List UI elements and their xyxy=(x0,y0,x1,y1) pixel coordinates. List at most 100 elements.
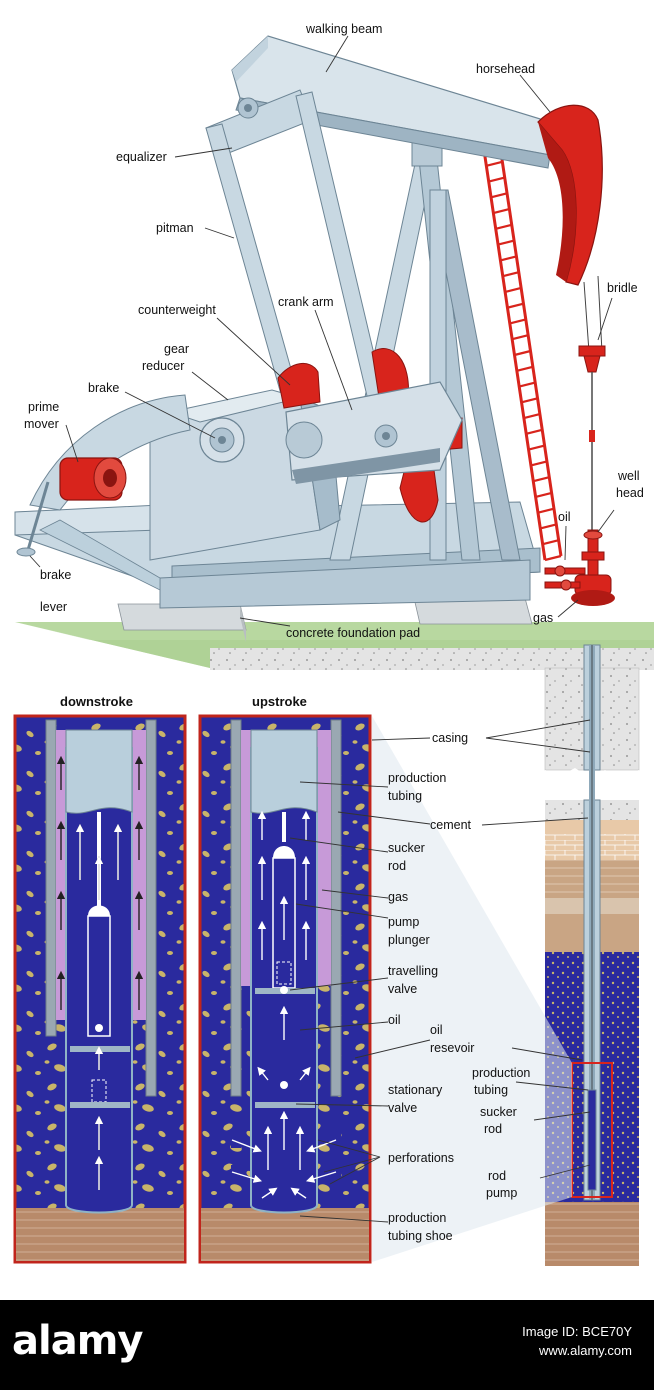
downstroke-panel xyxy=(13,714,187,1264)
ladder-rung xyxy=(507,302,524,309)
label-small-rod-pump-2: pump xyxy=(486,1186,517,1200)
ladder-rung xyxy=(544,554,562,562)
ladder-rung xyxy=(535,491,552,498)
ladder-rung xyxy=(533,476,550,483)
label-travelling-valve-2: valve xyxy=(388,982,417,996)
ladder-rung xyxy=(528,444,545,451)
title-upstroke: upstroke xyxy=(252,694,307,709)
label-gas-top: gas xyxy=(533,611,553,625)
label-walking-beam: walking beam xyxy=(305,22,382,36)
label-sucker-rod-1: sucker xyxy=(388,841,425,855)
label-crank-arm: crank arm xyxy=(278,295,334,309)
label-production-tubing-2: tubing xyxy=(388,789,422,803)
label-small-rod-pump-1: rod xyxy=(488,1169,506,1183)
label-bridle: bridle xyxy=(607,281,638,295)
upstroke-panel xyxy=(198,714,372,1264)
watermark-id: Image ID: BCE70Y www.alamy.com xyxy=(522,1322,632,1360)
ladder-rung xyxy=(514,349,531,357)
ladder-rung xyxy=(516,365,534,372)
label-travelling-valve-1: travelling xyxy=(388,964,438,978)
flow-arrow xyxy=(305,1171,337,1183)
ladder-rung xyxy=(497,239,515,246)
ladder-rung xyxy=(500,255,517,262)
title-downstroke: downstroke xyxy=(60,694,133,709)
label-gear-reducer-2: reducer xyxy=(142,359,184,373)
oil-pump-diagram: walking beam horsehead equalizer pitman … xyxy=(13,22,654,1266)
ladder-rung xyxy=(521,397,538,404)
label-prime-mover-1: prime xyxy=(28,400,59,414)
crank-arm xyxy=(285,381,463,484)
flow-arrow xyxy=(299,1066,311,1081)
label-stationary-valve-2: valve xyxy=(388,1101,417,1115)
label-brake-lever-1: brake xyxy=(40,568,71,582)
label-oil-top: oil xyxy=(558,510,571,524)
labels: walking beam horsehead equalizer pitman … xyxy=(24,22,644,1243)
leader-lines xyxy=(29,35,615,1223)
flow-arrow xyxy=(231,1171,263,1183)
label-concrete-pad: concrete foundation pad xyxy=(286,626,420,640)
label-oil-reservoir-2: resevoir xyxy=(430,1041,474,1055)
ladder-rung xyxy=(537,507,555,514)
flow-arrow xyxy=(231,1139,262,1153)
label-cement: cement xyxy=(430,818,472,832)
label-sucker-rod-2: rod xyxy=(388,859,406,873)
label-production-tubing-1: production xyxy=(388,771,446,785)
label-gear-reducer-1: gear xyxy=(164,342,189,356)
label-small-production-tubing-1: production xyxy=(472,1066,530,1080)
label-well-head-1: well xyxy=(617,469,640,483)
ladder-rung xyxy=(518,381,536,388)
label-brake: brake xyxy=(88,381,119,395)
label-tubing-shoe-1: production xyxy=(388,1211,446,1225)
ladder-rung xyxy=(540,523,557,530)
label-prime-mover-2: mover xyxy=(24,417,59,431)
ladder-rung xyxy=(530,460,548,467)
prime-mover xyxy=(59,457,127,501)
label-oil-reservoir-1: oil xyxy=(430,1023,443,1037)
ladder-rung xyxy=(486,160,503,167)
label-gas: gas xyxy=(388,890,408,904)
label-stationary-valve-1: stationary xyxy=(388,1083,443,1097)
brake-lever xyxy=(16,481,50,557)
watermark-bar xyxy=(0,1300,654,1390)
label-small-production-tubing-2: tubing xyxy=(474,1083,508,1097)
ladder-rung xyxy=(488,176,505,183)
label-horsehead: horsehead xyxy=(476,62,535,76)
ladder-rung xyxy=(523,413,541,420)
label-equalizer: equalizer xyxy=(116,150,167,164)
watermark-logo: alamy xyxy=(12,1318,143,1364)
watermark-image-id: Image ID: BCE70Y xyxy=(522,1324,632,1339)
ladder-rung xyxy=(509,318,527,325)
ladder-rung xyxy=(495,223,512,230)
label-tubing-shoe-2: tubing shoe xyxy=(388,1229,453,1243)
concrete-foundation-pad xyxy=(117,597,533,642)
label-pitman: pitman xyxy=(156,221,194,235)
flow-arrow xyxy=(290,1187,307,1199)
flow-arrow xyxy=(257,1066,269,1081)
label-pump-plunger-2: plunger xyxy=(388,933,430,947)
label-oil: oil xyxy=(388,1013,401,1027)
horsehead xyxy=(537,104,603,286)
ladder-rung xyxy=(511,334,529,341)
label-pump-plunger-1: pump xyxy=(388,915,419,929)
label-small-sucker-rod-2: rod xyxy=(484,1122,502,1136)
ladder-rung xyxy=(525,428,543,435)
ladder-rung xyxy=(542,539,559,546)
flow-arrow xyxy=(261,1187,278,1199)
label-perforations: perforations xyxy=(388,1151,454,1165)
ladder-rung xyxy=(493,208,510,215)
ladder-rung xyxy=(490,192,508,199)
well-head xyxy=(544,529,615,606)
ladder-rung xyxy=(504,286,522,293)
zoom-wedge xyxy=(372,716,572,1262)
label-counterweight: counterweight xyxy=(138,303,216,317)
label-brake-lever-2: lever xyxy=(40,600,67,614)
flow-arrow xyxy=(306,1139,337,1153)
label-well-head-2: head xyxy=(616,486,644,500)
pitman xyxy=(205,91,393,435)
watermark-site: www.alamy.com xyxy=(539,1343,632,1358)
label-small-sucker-rod-1: sucker xyxy=(480,1105,517,1119)
brake xyxy=(199,417,245,463)
ground xyxy=(15,622,654,670)
label-casing: casing xyxy=(432,731,468,745)
ladder-rung xyxy=(502,271,520,278)
